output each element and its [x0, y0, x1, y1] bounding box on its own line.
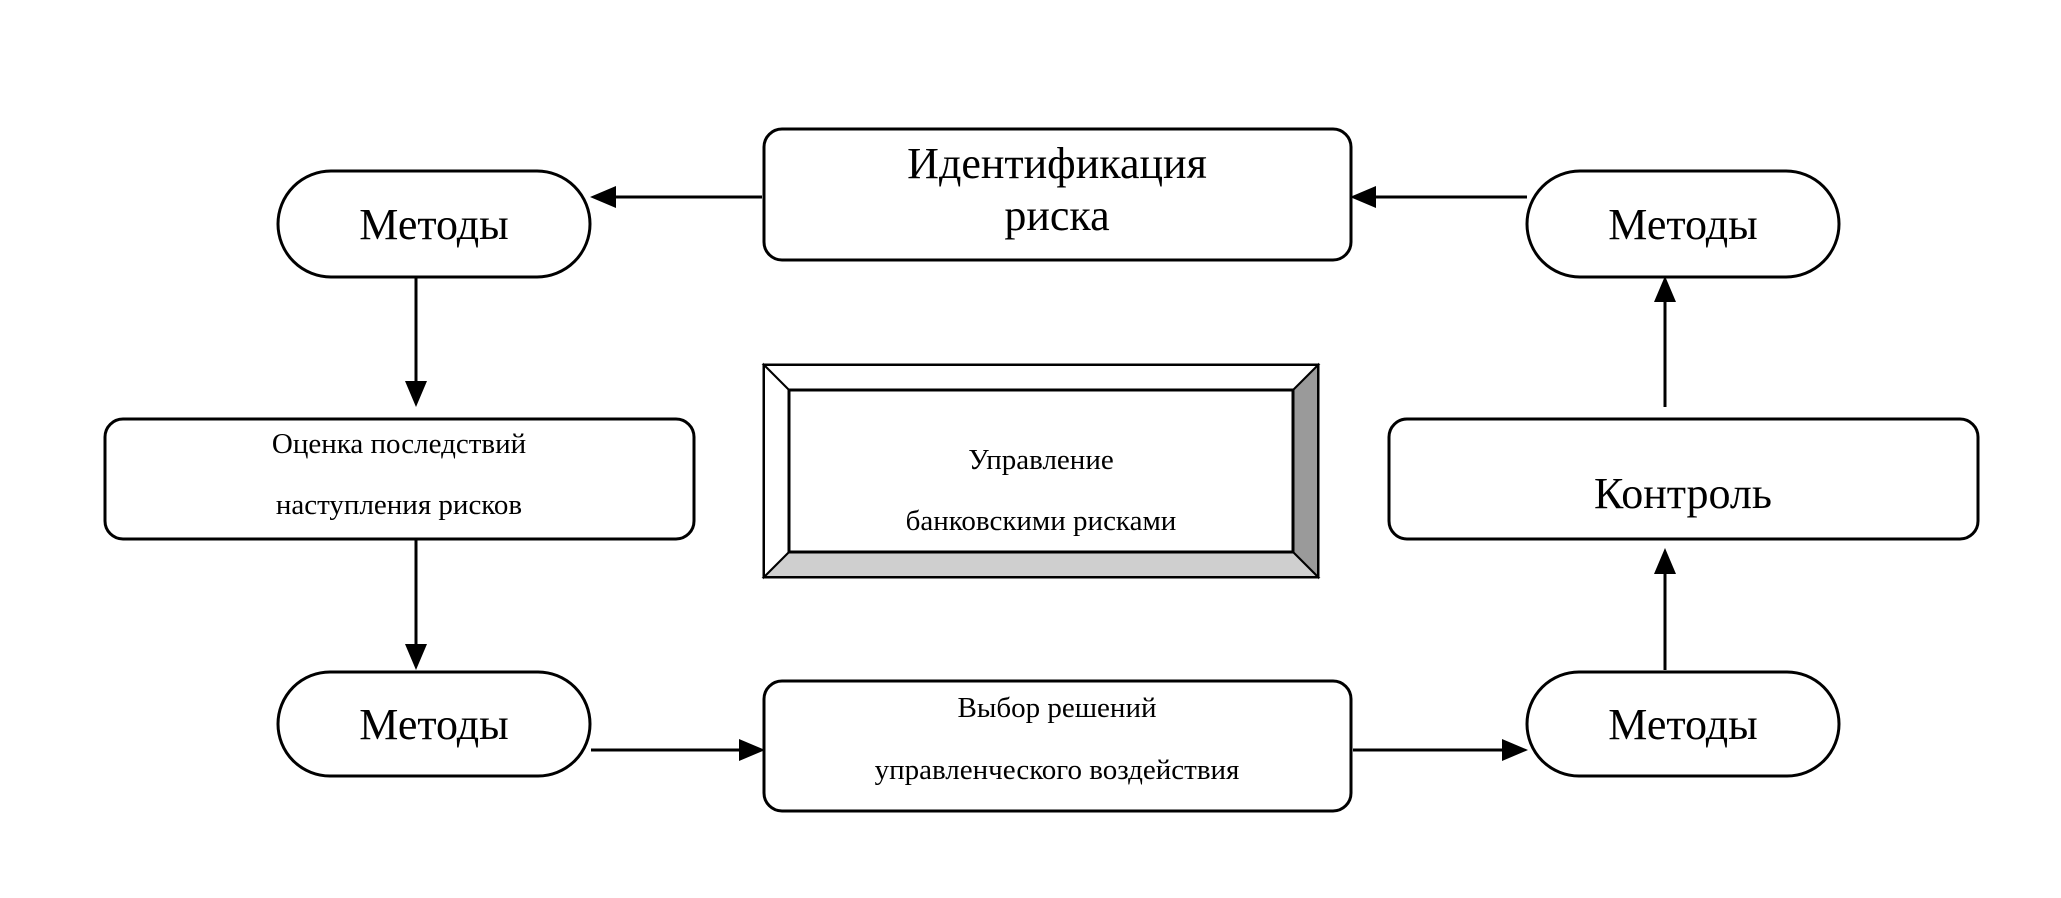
identification-line2: риска: [1004, 191, 1109, 240]
bevel-left: [763, 362, 790, 580]
methods-bottom-left-label: Методы: [359, 700, 508, 749]
choice-box: Выбор решений управленческого воздействи…: [762, 679, 1353, 813]
connectors: [405, 186, 1676, 761]
identification-box: Идентификация риска: [762, 127, 1353, 262]
methods-top-right: Методы: [1525, 169, 1841, 279]
choice-line2: управленческого воздействия: [875, 754, 1240, 786]
choice-line1: Выбор решений: [958, 692, 1157, 724]
center-frame: Управление банковскими рисками: [761, 362, 1321, 580]
bevel-right: [1292, 362, 1319, 580]
arrowhead-left-1: [590, 186, 616, 208]
arrowhead-right-2: [1502, 739, 1528, 761]
methods-bottom-right-label: Методы: [1608, 700, 1757, 749]
control-box: Контроль: [1387, 417, 1980, 541]
bevel-top: [761, 364, 1321, 391]
control-label: Контроль: [1594, 469, 1772, 518]
arrowhead-down-1: [405, 381, 427, 407]
methods-top-left: Методы: [276, 169, 592, 279]
arrowhead-right-1: [739, 739, 765, 761]
identification-line1: Идентификация: [907, 139, 1207, 188]
assessment-line2: наступления рисков: [276, 489, 522, 521]
assessment-box: Оценка последствий наступления рисков: [103, 417, 696, 541]
methods-top-right-label: Методы: [1608, 200, 1757, 249]
center-line1: Управление: [968, 444, 1113, 476]
methods-bottom-right: Методы: [1525, 670, 1841, 778]
arrowhead-up-2: [1654, 276, 1676, 302]
arrowhead-left-2: [1350, 186, 1376, 208]
arrowhead-down-2: [405, 644, 427, 670]
arrowhead-up-1: [1654, 548, 1676, 574]
assessment-line1: Оценка последствий: [272, 428, 526, 460]
bevel-bottom: [761, 551, 1321, 578]
center-line2: банковскими рисками: [906, 505, 1177, 537]
methods-top-left-label: Методы: [359, 200, 508, 249]
methods-bottom-left: Методы: [276, 670, 592, 778]
